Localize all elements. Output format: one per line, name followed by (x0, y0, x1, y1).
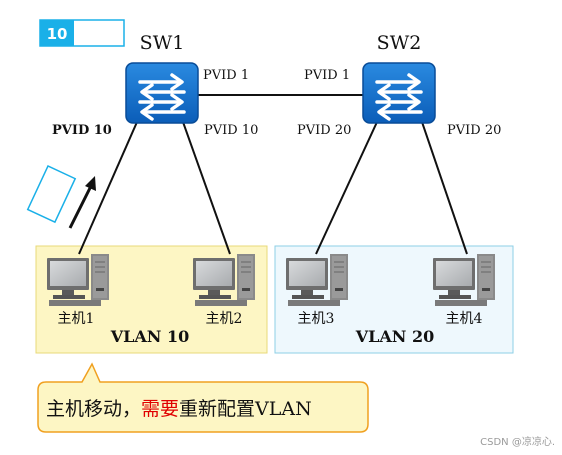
switch-label-sw1: SW1 (140, 32, 185, 54)
link-sw1-host1 (78, 121, 138, 255)
callout-text-2: 重新配置VLAN (179, 398, 312, 420)
badge-number: 10 (47, 25, 68, 43)
svg-text:主机移动，需要重新配置VLAN: 主机移动，需要重新配置VLAN (46, 398, 312, 420)
moving-frame-icon (26, 165, 77, 224)
callout-text-1: 主机移动， (46, 398, 141, 420)
host-label-2: 主机2 (206, 311, 243, 327)
port-label-sw1-left: PVID 10 (52, 123, 112, 138)
callout-box: 主机移动，需要重新配置VLAN (37, 362, 369, 433)
port-label-sw1-right: PVID 10 (204, 123, 258, 138)
callout-text-highlight: 需要 (141, 398, 179, 420)
host-label-4: 主机4 (446, 311, 483, 327)
port-label-sw1-trunk: PVID 1 (203, 68, 249, 83)
port-label-sw2-trunk: PVID 1 (304, 68, 350, 83)
computer-icon-host4 (432, 253, 496, 307)
host-label-1: 主机1 (58, 311, 95, 327)
switch-label-sw2: SW2 (377, 32, 422, 54)
port-label-sw2-right: PVID 20 (447, 123, 501, 138)
computer-icon-host1 (46, 253, 110, 307)
switch-icon-sw2 (361, 61, 437, 125)
computer-icon-host3 (285, 253, 349, 307)
link-sw2-host4 (421, 121, 468, 255)
watermark: CSDN @凉凉心. (480, 435, 555, 448)
vlan-label-10: VLAN 10 (110, 327, 190, 346)
link-sw1-host2 (182, 121, 231, 255)
link-sw2-host3 (315, 121, 378, 255)
host-label-3: 主机3 (298, 311, 335, 327)
switch-icon-sw1 (124, 61, 200, 125)
vlan-label-20: VLAN 20 (355, 327, 435, 346)
computer-icon-host2 (192, 253, 256, 307)
port-label-sw2-left: PVID 20 (297, 123, 351, 138)
figure-number-badge: 10 (39, 19, 125, 47)
up-arrow-icon (68, 176, 96, 229)
